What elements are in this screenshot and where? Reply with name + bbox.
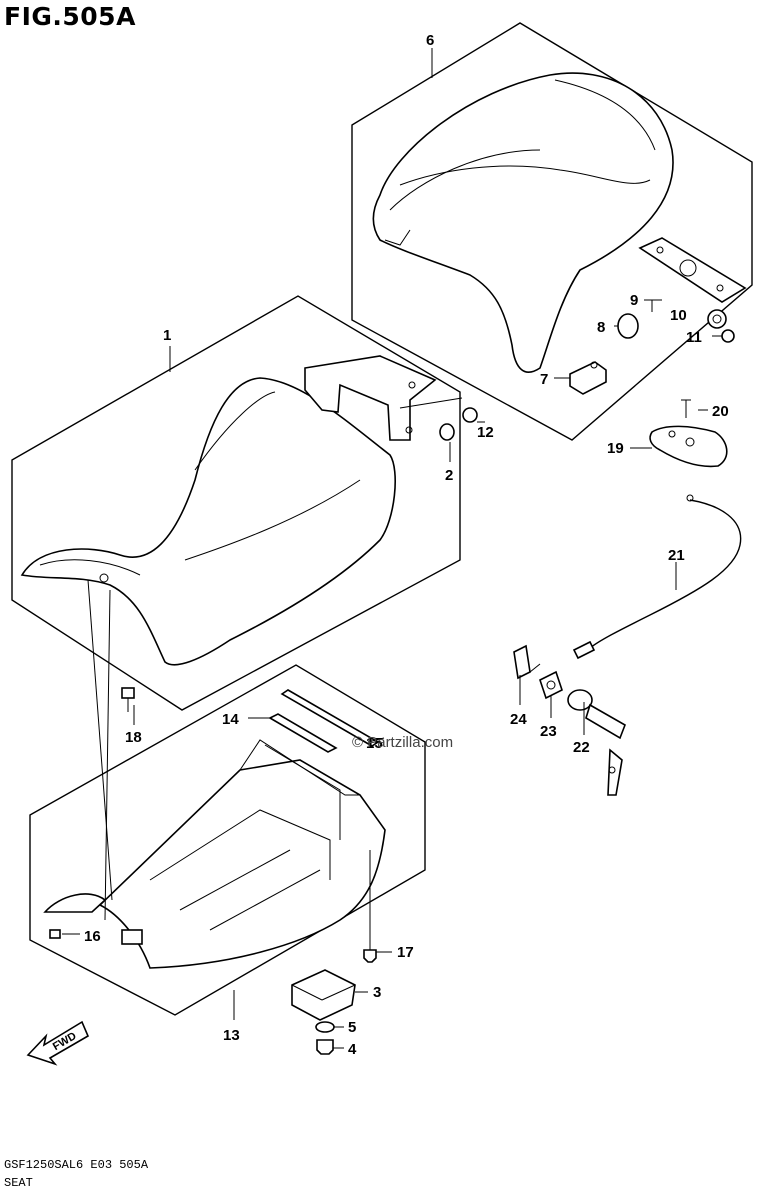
nut-2-part[interactable]: [439, 423, 455, 441]
callout-22: 22: [573, 739, 590, 756]
screw-20-part[interactable]: [681, 399, 691, 418]
callout-9: 9: [630, 292, 638, 309]
cable-21-part[interactable]: [572, 494, 742, 660]
callout-4: 4: [348, 1041, 357, 1058]
callout-17: 17: [397, 944, 414, 961]
figure-code: GSF1250SAL6 E03 505A: [4, 1158, 149, 1172]
rear-seat-part[interactable]: [372, 72, 674, 373]
callout-2: 2: [445, 467, 453, 484]
watermark: © Partzilla.com: [352, 734, 454, 751]
callout-18: 18: [125, 729, 142, 746]
nut-11-part[interactable]: [721, 329, 735, 343]
callout-15: 15: [366, 735, 383, 752]
callout-8: 8: [597, 319, 605, 336]
callout-10: 10: [670, 307, 687, 324]
callout-14: 14: [222, 711, 239, 728]
nut-10-part[interactable]: [707, 309, 727, 329]
callout-1: 1: [163, 327, 171, 344]
nut-12-part[interactable]: [462, 407, 478, 423]
washer-5-part[interactable]: [315, 1021, 335, 1033]
callout-3: 3: [373, 984, 381, 1001]
bolt-4-part[interactable]: [316, 1039, 334, 1055]
callout-6: 6: [426, 32, 434, 49]
callout-13: 13: [223, 1027, 240, 1044]
damper-part[interactable]: [617, 313, 639, 339]
callout-12: 12: [477, 424, 494, 441]
callout-7: 7: [540, 371, 548, 388]
callout-19: 19: [607, 440, 624, 457]
leader-lines: [62, 48, 722, 1049]
bracket-24-part[interactable]: [513, 644, 541, 680]
callout-23: 23: [540, 723, 557, 740]
fwd-arrow-icon: [26, 1020, 90, 1066]
key-set-22-part[interactable]: [567, 689, 626, 796]
figure-name: SEAT: [4, 1176, 33, 1190]
box-rear-seat: [351, 22, 753, 441]
lock-housing-19-part[interactable]: [649, 425, 728, 468]
front-seat-bracket[interactable]: [304, 355, 437, 441]
bracket-7-part[interactable]: [569, 361, 607, 395]
strip-15-part[interactable]: [280, 689, 380, 747]
figure-title: FIG.505A: [4, 2, 136, 31]
box-front-seat: [11, 295, 461, 711]
strip-14-part[interactable]: [268, 713, 338, 753]
holder-3-part[interactable]: [291, 969, 356, 1021]
callout-11: 11: [686, 329, 702, 346]
plate-23-part[interactable]: [539, 670, 563, 700]
seat-base-part[interactable]: [43, 739, 386, 969]
callout-5: 5: [348, 1019, 356, 1036]
front-seat-part[interactable]: [20, 377, 396, 666]
screw-17-part[interactable]: [363, 938, 377, 963]
bolt-18-part[interactable]: [121, 687, 135, 712]
callout-16: 16: [84, 928, 101, 945]
clip-16-part[interactable]: [49, 929, 61, 939]
hinge-plate-part[interactable]: [638, 237, 747, 303]
callout-24: 24: [510, 711, 527, 728]
callout-21: 21: [668, 547, 685, 564]
callout-20: 20: [712, 403, 729, 420]
box-seat-base: [29, 664, 426, 1016]
